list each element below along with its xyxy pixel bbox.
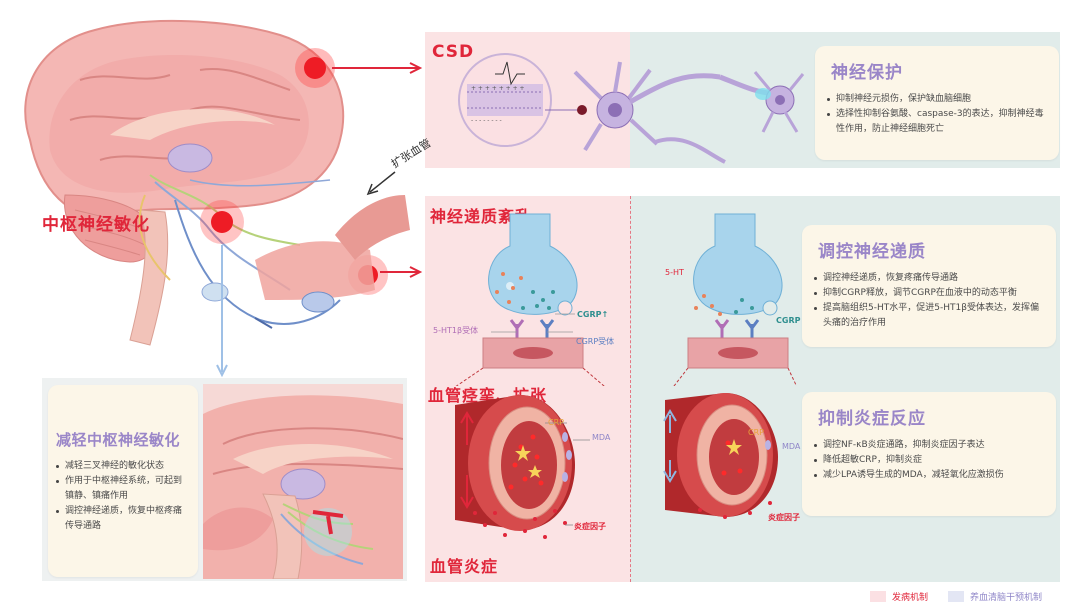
regulate-title: 调控神经递质 — [818, 237, 926, 262]
reduce-central-card: 减轻中枢神经敏化 减轻三叉神经的敏化状态 作用于中枢神经系统，可起到镇静、镇痛作… — [48, 385, 198, 577]
regulate-item: 调控神经递质，恢复疼痛传导通路 — [814, 271, 1046, 286]
anti-inflammation-item: 降低超敏CRP，抑制炎症 — [814, 453, 1046, 468]
mda-left-label: MDA — [592, 433, 610, 442]
receptor-cgrp-label: CGRP受体 — [576, 336, 614, 347]
regulate-item: 提高脑组织5-HT水平，促进5-HT1β受体表达，发挥偏头痛的治疗作用 — [814, 301, 1046, 331]
neuroprotection-card: 神经保护 抑制神经元损伤，保护缺血脑细胞 选择性抑制谷氨酸、caspase-3的… — [815, 46, 1059, 160]
synapse-right-illustration — [630, 196, 810, 386]
neuroprotection-item: 选择性抑制谷氨酸、caspase-3的表达，抑制神经毒性作用，防止神经细胞死亡 — [827, 107, 1049, 137]
anti-inflammation-list: 调控NF-κB炎症通路，抑制炎症因子表达 降低超敏CRP，抑制炎症 减少LPA诱… — [814, 438, 1046, 483]
reduce-central-item: 作用于中枢神经系统，可起到镇静、镇痛作用 — [56, 474, 188, 504]
central-sensitization-label: 中枢神经敏化 — [42, 210, 150, 235]
neuroprotection-list: 抑制神经元损伤，保护缺血脑细胞 选择性抑制谷氨酸、caspase-3的表达，抑制… — [827, 92, 1049, 137]
reduce-central-item: 减轻三叉神经的敏化状态 — [56, 459, 188, 474]
legend-swatch-pathogenesis — [870, 591, 886, 602]
regulate-item: 抑制CGRP释放，调节CGRP在血液中的动态平衡 — [814, 286, 1046, 301]
regulate-list: 调控神经递质，恢复疼痛传导通路 抑制CGRP释放，调节CGRP在血液中的动态平衡… — [814, 271, 1046, 331]
reduce-central-title: 减轻中枢神经敏化 — [56, 429, 180, 450]
reduce-central-item: 调控神经递质，恢复中枢疼痛传导通路 — [56, 504, 188, 534]
brain-illustration — [0, 0, 425, 378]
anti-inflammation-item: 调控NF-κB炎症通路，抑制炎症因子表达 — [814, 438, 1046, 453]
vessel-right-illustration — [630, 385, 805, 525]
svg-text:+ + + + + + + +: + + + + + + + + — [471, 85, 525, 92]
vessel-inflammation-title: 血管炎症 — [430, 553, 498, 577]
anti-inflammation-title: 抑制炎症反应 — [818, 404, 926, 429]
neuroprotection-item: 抑制神经元损伤，保护缺血脑细胞 — [827, 92, 1049, 107]
mda-right-label: MDA — [782, 442, 800, 451]
svg-text:- - - - - - - -: - - - - - - - - — [471, 117, 502, 124]
crp-left-label: CRP — [548, 418, 564, 427]
neuroprotection-title: 神经保护 — [831, 58, 903, 83]
legend-swatch-intervention — [948, 591, 964, 602]
brain-zoom-illustration — [203, 384, 403, 579]
reduce-central-list: 减轻三叉神经的敏化状态 作用于中枢神经系统，可起到镇静、镇痛作用 调控神经递质，… — [56, 459, 188, 534]
regulate-card: 调控神经递质 调控神经递质，恢复疼痛传导通路 抑制CGRP释放，调节CGRP在血… — [802, 225, 1056, 347]
legend-label-intervention: 养血清脑干预机制 — [970, 590, 1042, 603]
factor-left-label: 炎症因子 — [574, 521, 606, 532]
crp-right-label: CRP — [748, 428, 764, 437]
label-5ht: 5-HT — [665, 268, 684, 277]
neuron-illustration: + + + + + + + + - - - - - - - - — [425, 32, 805, 168]
cgrp-up-label: CGRP↑ — [577, 310, 608, 319]
factor-right-label: 炎症因子 — [768, 512, 800, 523]
anti-inflammation-item: 减少LPA诱导生成的MDA，减轻氧化应激损伤 — [814, 468, 1046, 483]
synapse-left-illustration — [425, 196, 630, 386]
receptor-5ht-label: 5-HT1β受体 — [433, 325, 478, 336]
anti-inflammation-card: 抑制炎症反应 调控NF-κB炎症通路，抑制炎症因子表达 降低超敏CRP，抑制炎症… — [802, 392, 1056, 516]
legend-label-pathogenesis: 发病机制 — [892, 590, 928, 603]
legend: 发病机制 养血清脑干预机制 — [870, 588, 1042, 604]
